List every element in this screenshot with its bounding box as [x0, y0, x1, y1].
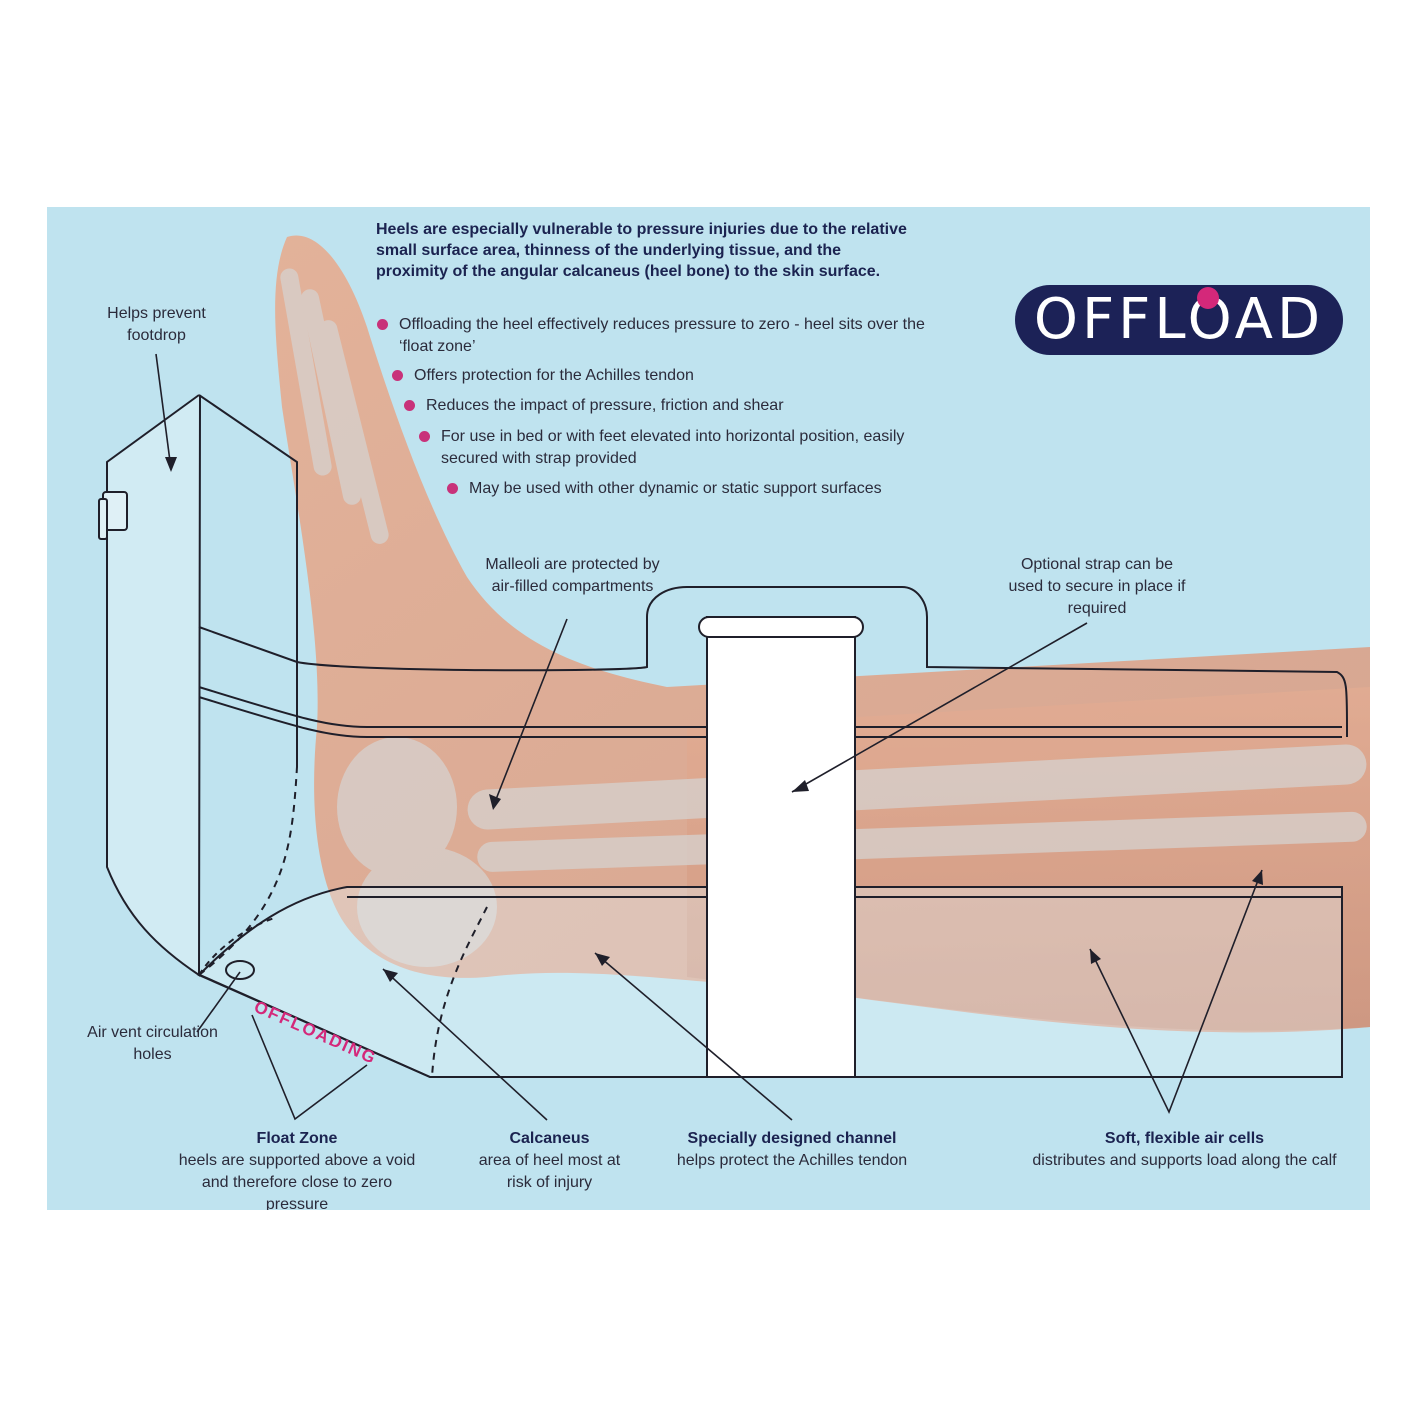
- callout-malleoli: Malleoli are protected by air-filled com…: [485, 556, 660, 595]
- vent-hole: [225, 960, 255, 980]
- callout-air-vent: Air vent circulation holes: [87, 1024, 218, 1063]
- air-valve: [98, 491, 128, 540]
- bullet-dot-icon: [404, 400, 415, 411]
- callout-lines: [155, 353, 1263, 1121]
- float-zone-body: heels are supported above a void and the…: [178, 1152, 416, 1210]
- calcaneus-title: Calcaneus: [509, 1130, 590, 1147]
- logo-text: OFFLOAD: [1033, 287, 1325, 352]
- channel-title: Specially designed channel: [687, 1130, 897, 1147]
- bullet-text: Offloading the heel effectively reduces …: [399, 316, 925, 355]
- bullet-item: Reduces the impact of pressure, friction…: [404, 395, 966, 417]
- bullet-dot-icon: [419, 431, 430, 442]
- bullet-item: May be used with other dynamic or static…: [447, 478, 989, 500]
- channel-body: helps protect the Achilles tendon: [676, 1152, 908, 1169]
- callout-footdrop: Helps prevent footdrop: [107, 305, 206, 344]
- bullet-text: Offers protection for the Achilles tendo…: [414, 367, 694, 384]
- calcaneus-body: area of heel most at risk of injury: [478, 1152, 621, 1191]
- bullet-dot-icon: [377, 319, 388, 330]
- strap: [698, 616, 864, 1078]
- air-cells-title: Soft, flexible air cells: [1104, 1130, 1265, 1147]
- callout-strap: Optional strap can be used to secure in …: [1008, 556, 1186, 617]
- float-zone-title: Float Zone: [256, 1130, 338, 1147]
- bullet-dot-icon: [392, 370, 403, 381]
- bullet-text: Reduces the impact of pressure, friction…: [426, 397, 784, 414]
- bullet-item: For use in bed or with feet elevated int…: [419, 426, 941, 470]
- logo-dot-icon: [1197, 287, 1219, 309]
- callout-arrowheads: [165, 457, 1263, 982]
- bullet-text: May be used with other dynamic or static…: [469, 480, 882, 497]
- bullet-item: Offers protection for the Achilles tendo…: [392, 365, 954, 387]
- boot-illustration: [98, 235, 1370, 1121]
- bullet-text: For use in bed or with feet elevated int…: [441, 428, 905, 467]
- bullet-item: Offloading the heel effectively reduces …: [377, 314, 939, 358]
- air-cells-body: distributes and supports load along the …: [1032, 1152, 1337, 1169]
- foot-bones: [280, 268, 1367, 967]
- diagram-panel: Heels are especially vulnerable to press…: [47, 207, 1370, 1210]
- intro-paragraph: Heels are especially vulnerable to press…: [376, 221, 907, 280]
- bullet-dot-icon: [447, 483, 458, 494]
- offload-logo: OFFLOAD: [1015, 285, 1343, 355]
